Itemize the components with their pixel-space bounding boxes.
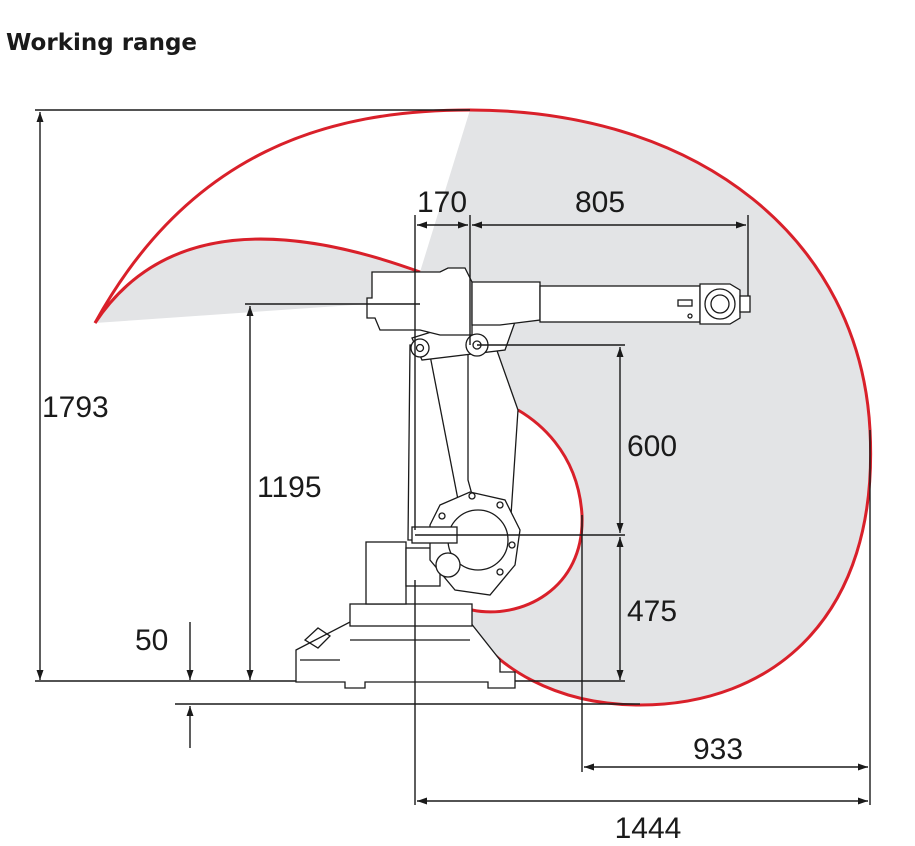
robot-motor-block [365, 541, 407, 605]
robot-axis2-bolt [435, 552, 461, 578]
robot-screw [687, 313, 693, 319]
robot-upper-arm-tube [539, 285, 701, 323]
working-range-area [95, 110, 871, 705]
label-axis-height: 1195 [257, 471, 322, 504]
dimension-labels: 1793 170 805 1195 600 475 50 933 1444 [42, 186, 743, 845]
robot-bolt [508, 541, 516, 549]
robot-tool-flange [739, 295, 751, 313]
robot-bolt [496, 568, 504, 576]
robot-outline [295, 267, 751, 689]
label-base-height: 475 [627, 595, 677, 628]
label-arm-length: 805 [575, 186, 625, 219]
robot-pivot-left-inner [415, 343, 425, 353]
label-arm-offset: 170 [417, 186, 467, 219]
robot-bolt [496, 501, 504, 509]
robot-rear-counterweight [366, 267, 473, 336]
robot-arm-housing [471, 281, 541, 326]
label-base-offset: 50 [135, 624, 168, 657]
robot-base [295, 621, 516, 689]
working-range-inner-boundary [93, 237, 421, 324]
label-inner-reach: 933 [693, 733, 743, 766]
label-total-height: 1793 [42, 391, 109, 424]
robot-gearbox [405, 547, 441, 587]
robot-base-plate [349, 603, 473, 627]
robot-bolt [468, 492, 476, 500]
robot-label-plate [677, 299, 693, 307]
page-title: Working range [6, 30, 198, 56]
label-upper-arm: 600 [627, 430, 677, 463]
dimension-lines [35, 109, 871, 805]
robot-bolt [438, 512, 446, 520]
robot-wrist-flange-inner [710, 294, 730, 314]
robot-base-slots [300, 627, 470, 661]
label-max-reach: 1444 [615, 812, 682, 845]
